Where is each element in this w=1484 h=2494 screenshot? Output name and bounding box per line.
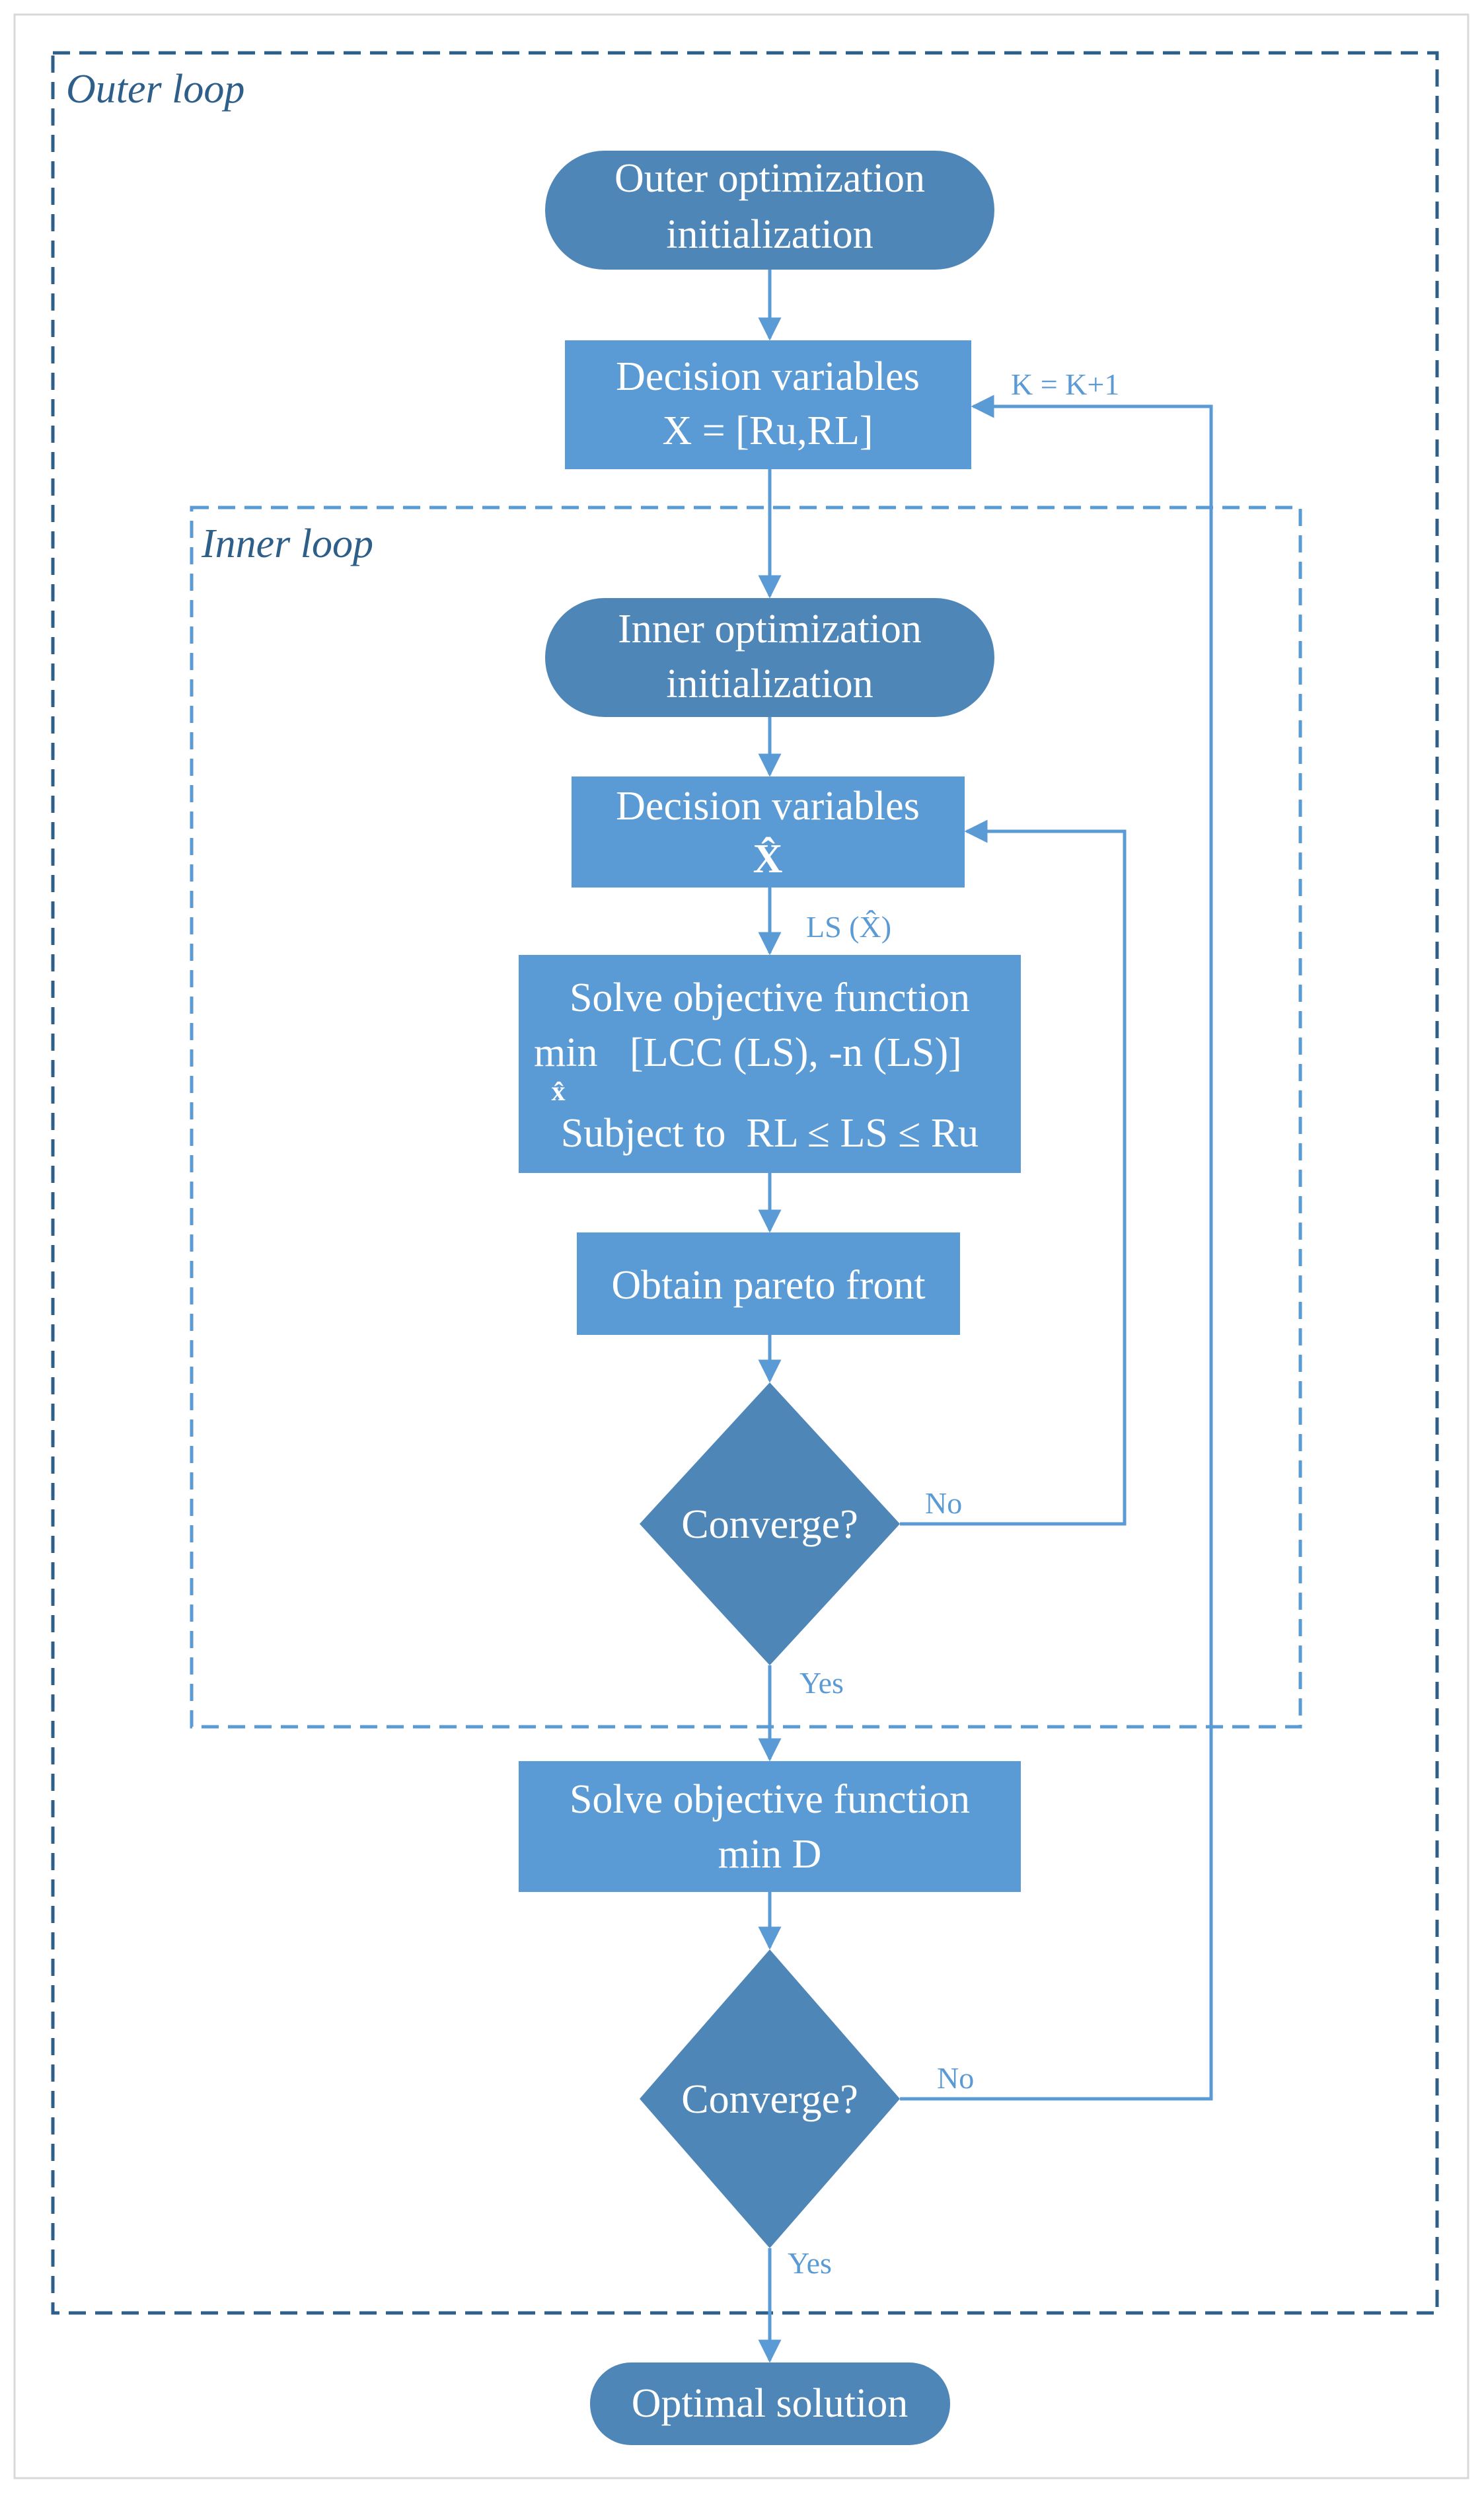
inner-yes-label: Yes <box>799 1666 844 1700</box>
inner-solve-constraint: Subject to RL ≤ LS ≤ Ru <box>561 1111 979 1156</box>
outer-converge-label: Converge? <box>681 2077 858 2122</box>
outer-solve-objective-node: Solve objective function min D <box>519 1761 1021 1892</box>
pareto-front-label: Obtain pareto front <box>611 1263 925 1308</box>
arrow-inner-no-loop <box>900 819 1127 1526</box>
optimal-solution-label: Optimal solution <box>632 2381 909 2426</box>
connector-arrows <box>758 270 1213 2363</box>
outer-decision-variables-node: Decision variables X = [Ru,RL] <box>565 340 971 469</box>
outer-converge-decision: Converge? <box>640 1949 900 2248</box>
outer-solve-line1: Solve objective function <box>570 1777 970 1822</box>
outer-vars-line2: X = [Ru,RL] <box>662 408 873 453</box>
inner-converge-decision: Converge? <box>640 1382 900 1665</box>
outer-init-line1: Outer optimization <box>614 156 925 201</box>
k-increment-label: K = K+1 <box>1011 367 1119 401</box>
inner-solve-line1: Solve objective function <box>570 975 970 1020</box>
inner-no-label: No <box>925 1486 962 1520</box>
inner-loop-label: Inner loop <box>201 521 373 566</box>
inner-solve-min: min <box>534 1030 597 1075</box>
inner-solve-objective-node: Solve objective function min x̂ [LCC (LS… <box>519 955 1021 1173</box>
outer-vars-line1: Decision variables <box>616 354 920 399</box>
inner-vars-line1: Decision variables <box>616 784 920 829</box>
outer-yes-label: Yes <box>788 2246 832 2280</box>
arrow-outer-no-loop <box>900 395 1213 2101</box>
inner-loop-region <box>190 506 1302 1729</box>
inner-converge-label: Converge? <box>681 1502 858 1547</box>
inner-solve-min-subscript: x̂ <box>552 1077 566 1107</box>
inner-solve-objectives: [LCC (LS), -n (LS)] <box>630 1030 962 1075</box>
inner-init-node: Inner optimization initialization <box>545 598 994 717</box>
inner-init-line1: Inner optimization <box>618 607 922 652</box>
image-frame <box>13 13 1469 2479</box>
ls-x-label: LS (X̂) <box>806 909 891 944</box>
inner-decision-variables-node: Decision variables X̂ <box>572 776 965 888</box>
outer-solve-line2: min D <box>718 1832 822 1877</box>
outer-loop-label: Outer loop <box>66 67 244 112</box>
inner-init-line2: initialization <box>666 661 873 706</box>
pareto-front-node: Obtain pareto front <box>577 1232 960 1335</box>
outer-init-node: Outer optimization initialization <box>545 151 994 270</box>
outer-init-line2: initialization <box>666 212 873 257</box>
inner-vars-line2: X̂ <box>753 837 783 882</box>
outer-no-label: No <box>937 2061 974 2095</box>
optimal-solution-node: Optimal solution <box>590 2362 950 2445</box>
outer-loop-region <box>51 51 1439 2315</box>
